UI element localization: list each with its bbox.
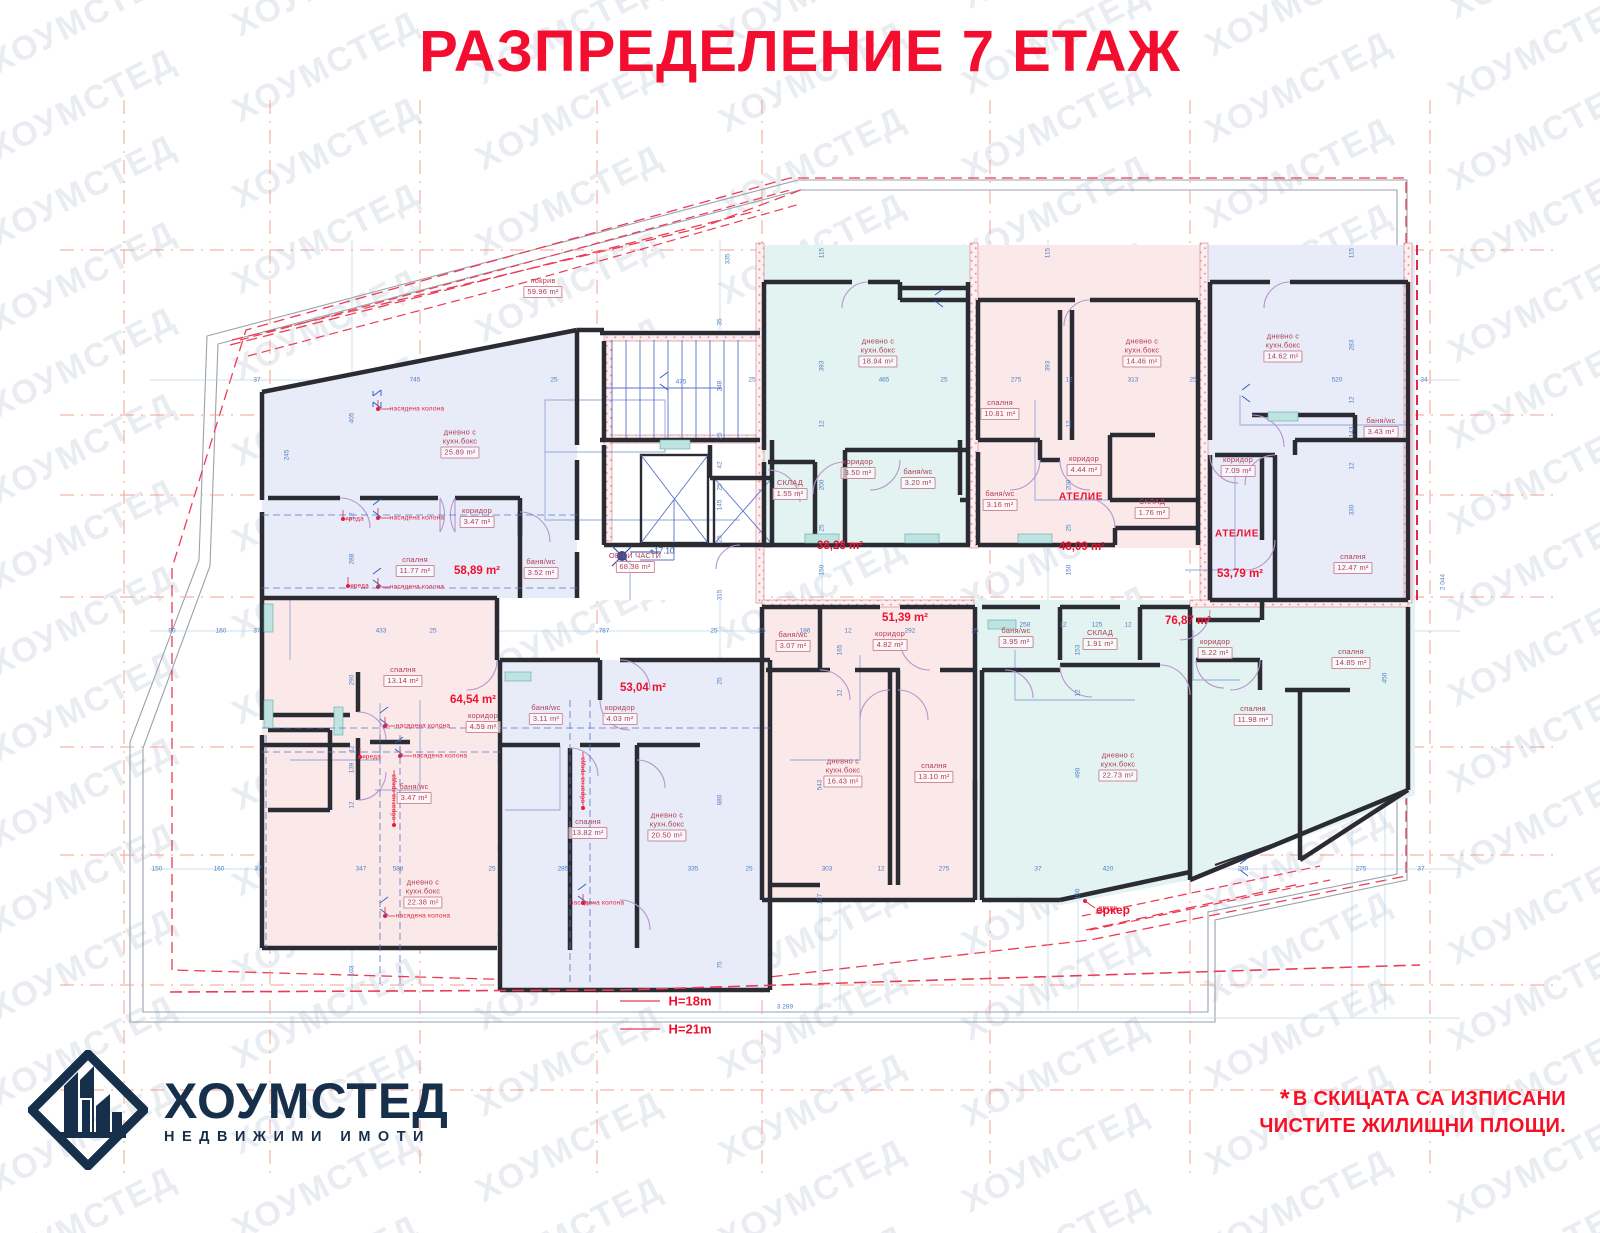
brand-logo: ХОУМСТЕД НЕДВИЖИМИ ИМОТИ	[28, 1050, 449, 1170]
footnote-line-2: ЧИСТИТЕ ЖИЛИЩНИ ПЛОЩИ.	[1259, 1115, 1566, 1137]
footnote-line-1: В СКИЦАТА СА ИЗПИСАНИ	[1292, 1088, 1566, 1110]
footnote: *В СКИЦАТА СА ИЗПИСАНИ ЧИСТИТЕ ЖИЛИЩНИ П…	[1259, 1086, 1566, 1140]
page-title: РАЗПРЕДЕЛЕНИЕ 7 ЕТАЖ	[419, 19, 1181, 84]
building-diamond-logo-icon	[28, 1050, 148, 1170]
footnote-asterisk: *	[1279, 1085, 1290, 1113]
logo-brand-name: ХОУМСТЕД	[164, 1073, 449, 1129]
logo-tagline: НЕДВИЖИМИ ИМОТИ	[164, 1129, 431, 1145]
